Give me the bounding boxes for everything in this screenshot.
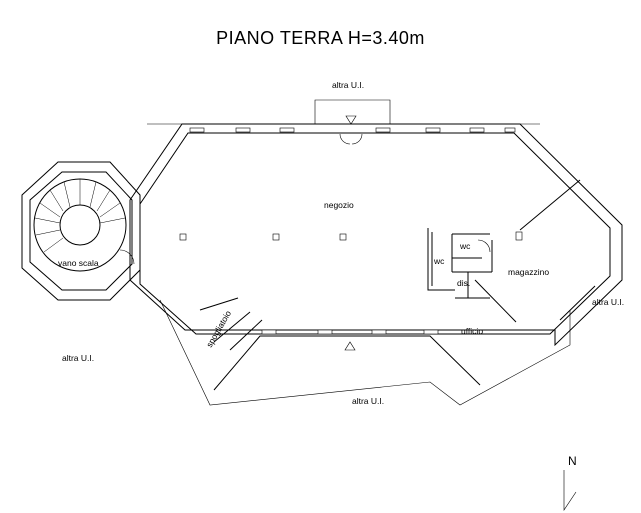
compass-label: N — [568, 454, 577, 468]
entrance-marker-bottom — [344, 341, 356, 351]
building-outer-wall — [129, 123, 623, 347]
stair-tower-outer — [21, 161, 141, 301]
stair-core — [59, 204, 101, 246]
room-label-wc-2: wc — [433, 256, 445, 266]
neighbor-boundary-top — [147, 99, 540, 125]
neighbor-boundary-bottom — [159, 299, 571, 406]
north-arrow-icon — [563, 470, 577, 511]
stair-treads — [34, 179, 126, 253]
column-right — [515, 231, 523, 241]
room-label-ufficio: ufficio — [461, 326, 483, 336]
room-label-spogliatoio: spogliatoio — [204, 309, 233, 349]
room-label-wc-1: wc — [459, 241, 471, 251]
entrance-marker-top — [345, 115, 357, 125]
columns — [179, 233, 347, 241]
service-partitions — [427, 179, 596, 323]
building-inner-wall — [139, 132, 611, 335]
spogliatoio-partitions — [199, 297, 263, 351]
entrance-door-top — [339, 133, 363, 145]
stair-tower-inner — [29, 171, 133, 291]
neighbor-label-right: altra U.I. — [592, 297, 624, 307]
bottom-windows — [261, 329, 439, 335]
stair-door-arc — [119, 249, 135, 265]
wc-door-arc — [477, 239, 491, 253]
room-label-dis: dis. — [457, 278, 470, 288]
top-windows — [189, 127, 516, 133]
room-label-negozio: negozio — [324, 200, 354, 210]
room-label-vano-scala: vano scala — [58, 258, 99, 268]
neighbor-label-bottom: altra U.I. — [352, 396, 384, 406]
neighbor-label-top: altra U.I. — [332, 80, 364, 90]
south-wall — [213, 335, 481, 391]
plan-title: PIANO TERRA H=3.40m — [216, 28, 425, 48]
neighbor-label-left: altra U.I. — [62, 353, 94, 363]
room-label-magazzino: magazzino — [508, 267, 549, 277]
